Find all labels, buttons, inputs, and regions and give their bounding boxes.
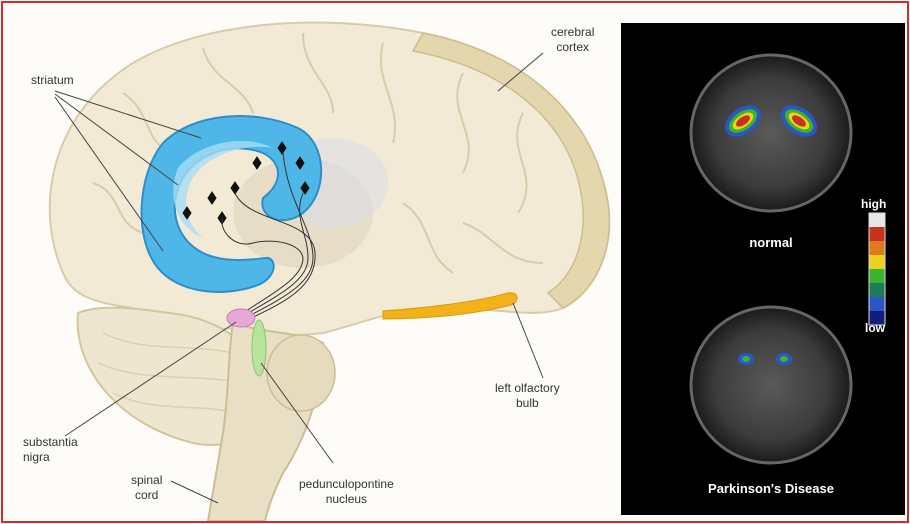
caption-parkinsons: Parkinson's Disease [671,481,871,496]
scale-swatch [869,283,885,297]
scale-label-low: low [865,321,885,335]
label-spinal-cord: spinal cord [131,473,162,503]
scale-swatch [869,269,885,283]
scale-swatch [869,227,885,241]
pet-scans [621,23,905,515]
scale-swatch [869,213,885,227]
pons [267,335,335,411]
substantia-nigra [227,309,255,327]
parkinsons-head-outline [691,307,851,463]
color-scale-bar [869,213,885,325]
scale-label-high: high [861,197,886,211]
scale-swatch [869,297,885,311]
label-cerebral-cortex: cerebral cortex [551,25,594,55]
scale-swatch [869,241,885,255]
label-striatum: striatum [31,73,74,88]
brain-illustration [3,3,615,521]
label-pedunculopontine-nucleus: pedunculopontine nucleus [299,477,394,507]
label-left-olfactory-bulb: left olfactory bulb [495,381,560,411]
pet-scan-panel: normal Parkinson's Disease high low [621,23,905,515]
label-substantia-nigra: substantia nigra [23,435,78,465]
brain-illustration-panel: striatum cerebral cortex left olfactory … [3,3,615,521]
caption-normal: normal [711,235,831,250]
normal-head-outline [691,55,851,211]
scale-swatch [869,255,885,269]
